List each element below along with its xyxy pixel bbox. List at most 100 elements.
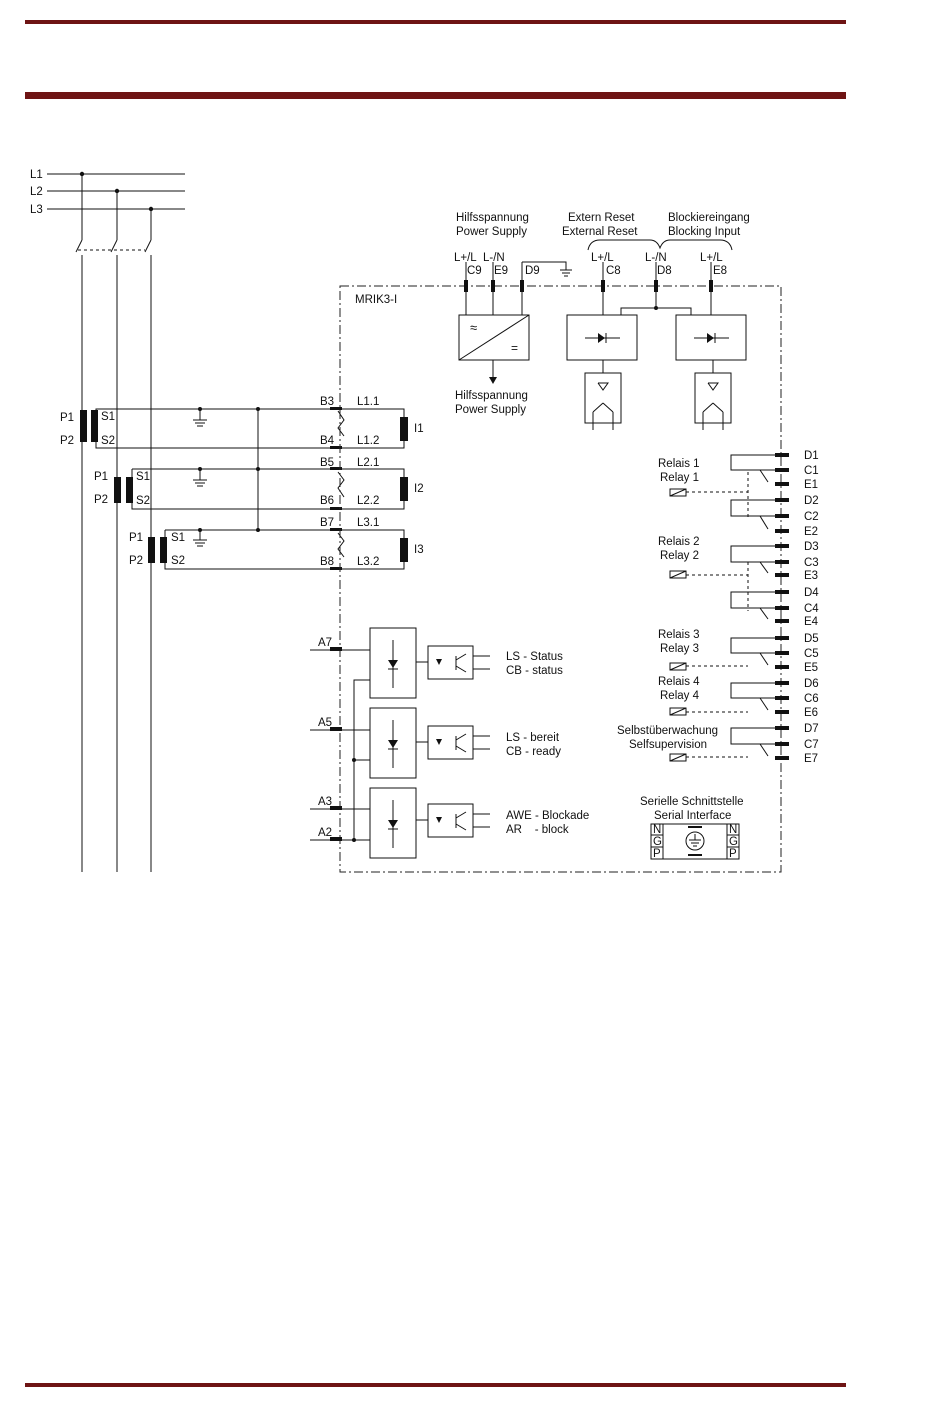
ct2-s2-label: S2 xyxy=(136,495,150,507)
header-rule xyxy=(25,92,846,99)
ct2-s1-label: S1 xyxy=(136,471,150,483)
terminal-e9: E9 xyxy=(494,265,508,277)
relay1-de: Relais 1 xyxy=(658,458,700,470)
relay3-de: Relais 3 xyxy=(658,629,700,641)
i3-label: I3 xyxy=(414,544,424,556)
ct-earthing xyxy=(193,407,260,547)
serial-en: Serial Interface xyxy=(654,810,731,822)
top-rule xyxy=(25,20,846,24)
terminal-c2-mark xyxy=(775,514,789,518)
terminal-d4: D4 xyxy=(804,587,819,599)
relay3-en: Relay 3 xyxy=(660,643,699,655)
lp2-label: L+/L xyxy=(591,252,614,264)
psu-out-en: Power Supply xyxy=(455,404,526,416)
ct3-s1-label: S1 xyxy=(171,532,185,544)
terminal-d2-mark xyxy=(775,498,789,502)
ct2-p1-label: P1 xyxy=(94,471,108,483)
terminal-a2: A2 xyxy=(318,827,332,839)
ct1-s2-label: S2 xyxy=(101,435,115,447)
terminal-c1: C1 xyxy=(804,465,819,477)
terminal-c7: C7 xyxy=(804,739,819,751)
binary-inputs: A7 A5 A3 A2 LS - Status CB - status LS -… xyxy=(310,627,589,859)
terminal-b8: B8 xyxy=(320,556,334,568)
current-transformer-3: P1 P2 S1 S2 xyxy=(129,529,340,570)
terminal-d2: D2 xyxy=(804,495,819,507)
terminal-c3-mark xyxy=(775,560,789,564)
terminal-e7-mark xyxy=(775,756,789,760)
terminal-e3-mark xyxy=(775,573,789,577)
power-supply-converter: ≈ = Hilfsspannung Power Supply xyxy=(455,314,530,416)
ln1-label: L-/N xyxy=(483,252,505,264)
ready-en: CB - ready xyxy=(506,746,561,758)
ct3-p2-label: P2 xyxy=(129,555,143,567)
terminal-d5: D5 xyxy=(804,633,819,645)
relay1-en: Relay 1 xyxy=(660,472,699,484)
relay-terminals: D1C1E1D2C2E2D3C3E3D4C4E4D5C5E5D6C6E6D7C7… xyxy=(730,450,819,765)
ext-reset-de: Extern Reset xyxy=(568,212,635,224)
terminal-d7: D7 xyxy=(804,723,819,735)
blocking-en: Blocking Input xyxy=(668,226,741,238)
terminal-d6-mark xyxy=(775,681,789,685)
terminal-d4-mark xyxy=(775,590,789,594)
relay-contact-1 xyxy=(730,454,775,471)
terminal-e6-mark xyxy=(775,710,789,714)
svg-text:≈: ≈ xyxy=(470,320,477,335)
block-en: AR - block xyxy=(506,824,569,836)
terminal-c2: C2 xyxy=(804,511,819,523)
serial-interface: Serielle Schnittstelle Serial Interface … xyxy=(640,796,744,860)
ct2-p2-label: P2 xyxy=(94,494,108,506)
lp1-label: L+/L xyxy=(454,252,477,264)
lp3-label: L+/L xyxy=(700,252,723,264)
line-l2-label: L2 xyxy=(30,186,43,198)
serial-n-left: N xyxy=(653,824,661,836)
ext-reset-en: External Reset xyxy=(562,226,638,238)
terminal-a7: A7 xyxy=(318,637,332,649)
terminal-b4: B4 xyxy=(320,435,335,447)
aux-supply-en: Power Supply xyxy=(456,226,527,238)
blocking-de: Blockiereingang xyxy=(668,212,750,224)
current-transformer-1: P1 P2 S1 S2 xyxy=(60,408,340,449)
terminal-c5-mark xyxy=(775,651,789,655)
ct1-p1-label: P1 xyxy=(60,412,74,424)
psu-out-de: Hilfsspannung xyxy=(455,390,528,402)
relay-contact-2 xyxy=(730,499,775,517)
serial-de: Serielle Schnittstelle xyxy=(640,796,744,808)
l12-label: L1.2 xyxy=(357,435,379,447)
ct3-s2-label: S2 xyxy=(171,555,185,567)
output-relays: Relais 1 Relay 1 Relais 2 Relay 2 Relais… xyxy=(617,458,749,762)
terminal-d3-mark xyxy=(775,544,789,548)
status-en: CB - status xyxy=(506,665,563,677)
relay2-de: Relais 2 xyxy=(658,536,700,548)
terminal-e1: E1 xyxy=(804,479,818,491)
device-border xyxy=(339,285,782,873)
terminal-e5-mark xyxy=(775,665,789,669)
terminal-c7-mark xyxy=(775,742,789,746)
ct3-p1-label: P1 xyxy=(129,532,143,544)
terminal-e2: E2 xyxy=(804,526,818,538)
serial-p-right: P xyxy=(729,848,737,860)
terminal-e4-mark xyxy=(775,619,789,623)
selfsupervision-en: Selfsupervision xyxy=(629,739,707,751)
terminal-c5: C5 xyxy=(804,648,819,660)
earth-icon xyxy=(685,831,705,851)
terminal-d1: D1 xyxy=(804,450,819,462)
status-de: LS - Status xyxy=(506,651,563,663)
top-inputs: Hilfsspannung Power Supply Extern Reset … xyxy=(454,212,750,315)
optocoupler-inputs-top xyxy=(566,314,747,430)
terminal-c8: C8 xyxy=(606,265,621,277)
ct1-p2-label: P2 xyxy=(60,435,74,447)
l32-label: L3.2 xyxy=(357,556,379,568)
i2-label: I2 xyxy=(414,483,424,495)
l11-label: L1.1 xyxy=(357,396,379,408)
terminal-b5: B5 xyxy=(320,457,334,469)
relay4-en: Relay 4 xyxy=(660,690,700,702)
device-name: MRIK3-I xyxy=(355,294,397,306)
current-transformer-2: P1 P2 S1 S2 xyxy=(94,468,340,510)
relay-contact-6 xyxy=(730,682,775,699)
relay-contact-7 xyxy=(730,727,775,745)
relay2-en: Relay 2 xyxy=(660,550,699,562)
terminal-b3: B3 xyxy=(320,396,334,408)
terminal-d8: D8 xyxy=(657,265,672,277)
l21-label: L2.1 xyxy=(357,457,379,469)
